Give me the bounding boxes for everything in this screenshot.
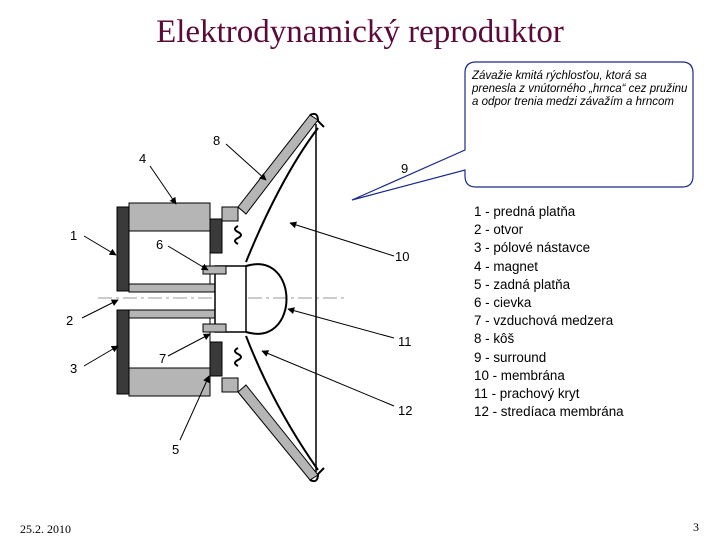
page-number: 3 bbox=[693, 520, 699, 534]
label-6: 6 bbox=[156, 237, 163, 252]
basket-flange-top bbox=[221, 206, 239, 222]
spider-bottom bbox=[234, 347, 242, 367]
legend-item: 4 - magnet bbox=[474, 258, 539, 274]
leader-11 bbox=[287, 307, 395, 339]
page-title: Elektrodynamický reproduktor bbox=[156, 14, 564, 50]
basket-flange-bottom bbox=[221, 377, 239, 393]
spider-top bbox=[234, 225, 242, 245]
pole-piece-top bbox=[209, 218, 223, 254]
leader-2 bbox=[81, 299, 119, 319]
leader-4 bbox=[149, 165, 177, 205]
label-7: 7 bbox=[159, 351, 166, 366]
basket-top bbox=[237, 114, 319, 215]
legend-item: 2 - otvor bbox=[474, 222, 524, 238]
legend-item: 9 - surround bbox=[474, 349, 547, 365]
callout-text: Závažie kmitá rýchlosťou, ktorá sa prene… bbox=[472, 70, 688, 108]
footer-date: 25.2. 2010 bbox=[20, 522, 71, 536]
label-1: 1 bbox=[70, 228, 77, 243]
coil-top bbox=[202, 265, 227, 275]
front-plate-top bbox=[116, 206, 130, 292]
label-10: 10 bbox=[395, 249, 409, 264]
legend-item: 12 - stredíaca membrána bbox=[474, 404, 624, 420]
leader-6 bbox=[167, 245, 209, 271]
leader-10 bbox=[289, 221, 395, 257]
label-11: 11 bbox=[398, 334, 412, 349]
magnet-bottom bbox=[128, 367, 211, 397]
label-2: 2 bbox=[66, 313, 73, 328]
pole-core-bottom bbox=[128, 309, 216, 319]
legend-item: 5 - zadná platňa bbox=[474, 276, 571, 292]
legend-item: 7 - vzduchová medzera bbox=[474, 313, 614, 329]
legend-item: 11 - prachový kryt bbox=[474, 386, 580, 402]
legend-item: 1 - predná platňa bbox=[474, 204, 576, 219]
label-5: 5 bbox=[172, 442, 179, 457]
label-12: 12 bbox=[398, 403, 412, 418]
front-plate-bottom bbox=[116, 309, 130, 395]
label-8: 8 bbox=[213, 133, 220, 148]
leader-7 bbox=[167, 333, 211, 357]
coil-bottom bbox=[202, 323, 227, 333]
back-plate-bottom bbox=[128, 309, 211, 369]
magnet-top bbox=[128, 202, 211, 232]
back-plate-top bbox=[128, 230, 211, 292]
leader-8 bbox=[225, 143, 267, 181]
leader-5 bbox=[179, 375, 210, 441]
voice-coil-former bbox=[214, 265, 247, 333]
leader-1 bbox=[83, 235, 117, 256]
leader-3 bbox=[83, 345, 119, 367]
surround-bottom bbox=[309, 467, 325, 483]
membrane-bottom bbox=[245, 335, 319, 471]
surround-top bbox=[309, 112, 325, 128]
legend-item: 6 - cievka bbox=[474, 295, 532, 311]
legend-item: 8 - kôš bbox=[474, 331, 515, 347]
legend-item: 3 - pólové nástavce bbox=[474, 240, 591, 256]
label-3: 3 bbox=[70, 361, 77, 376]
legend-item: 10 - membrána bbox=[474, 367, 565, 383]
leader-12 bbox=[261, 350, 395, 407]
pole-core-top bbox=[128, 283, 216, 293]
label-9: 9 bbox=[401, 161, 408, 176]
legend: 1 - predná platňa 2 - otvor 3 - pólové n… bbox=[474, 203, 624, 421]
callout-bubble bbox=[351, 61, 694, 201]
pole-piece-bottom bbox=[209, 341, 223, 377]
label-4: 4 bbox=[139, 151, 146, 166]
dust-cap bbox=[245, 263, 288, 335]
basket-bottom bbox=[237, 384, 319, 481]
membrane-top bbox=[245, 127, 319, 263]
